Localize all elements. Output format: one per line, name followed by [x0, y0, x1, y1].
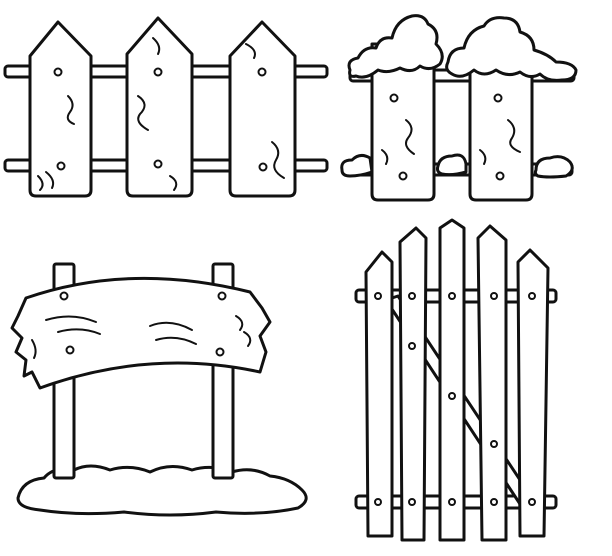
nail — [490, 440, 498, 448]
picket-board — [125, 16, 194, 198]
wood-grain — [45, 315, 101, 335]
nail — [153, 67, 163, 77]
nail — [153, 159, 163, 169]
snow-clump — [533, 155, 574, 179]
snow-clump — [340, 153, 374, 178]
gate-slat — [364, 250, 394, 538]
nail — [374, 498, 382, 506]
picket-fence — [3, 16, 329, 198]
signboard — [10, 262, 308, 517]
picket-board — [28, 20, 93, 198]
nail — [448, 392, 456, 400]
gate-slat — [438, 218, 466, 542]
nail — [408, 292, 416, 300]
nail — [398, 171, 408, 181]
wood-grain — [381, 149, 389, 165]
wood-grain — [245, 43, 256, 59]
nail — [258, 162, 268, 172]
nail — [217, 291, 227, 301]
nail — [374, 292, 382, 300]
nail — [448, 498, 456, 506]
wood-grain — [479, 149, 487, 165]
nail — [448, 292, 456, 300]
nail — [528, 498, 536, 506]
wood-grain — [271, 141, 285, 179]
nail — [493, 93, 503, 103]
snowy-fence — [340, 14, 578, 202]
nail — [389, 93, 399, 103]
nail — [215, 347, 225, 357]
nail — [490, 292, 498, 300]
nail — [528, 292, 536, 300]
gate-slat — [476, 224, 508, 542]
fence-gate — [354, 218, 558, 542]
wood-grain — [405, 119, 415, 155]
wood-grain — [66, 95, 75, 125]
snow-cap — [445, 16, 578, 82]
wood-grain — [507, 119, 521, 153]
nail — [408, 342, 416, 350]
sign-board — [10, 276, 272, 390]
nail — [490, 498, 498, 506]
nail — [257, 67, 267, 77]
gate-slat — [398, 226, 428, 542]
nail — [65, 345, 75, 355]
gate-slat — [516, 248, 550, 538]
wood-grain — [235, 315, 252, 347]
wood-grain — [169, 175, 178, 191]
wood-grain — [37, 171, 55, 191]
nail — [53, 67, 63, 77]
snow-cap — [347, 14, 444, 79]
wood-grain — [149, 321, 197, 345]
wood-grain — [152, 37, 161, 55]
nail — [59, 291, 69, 301]
snow-clump — [436, 153, 468, 177]
wood-grain — [137, 95, 149, 131]
nail — [56, 161, 66, 171]
snow-mound — [16, 464, 308, 517]
nail — [495, 171, 505, 181]
wood-grain — [31, 339, 37, 359]
nail — [408, 498, 416, 506]
